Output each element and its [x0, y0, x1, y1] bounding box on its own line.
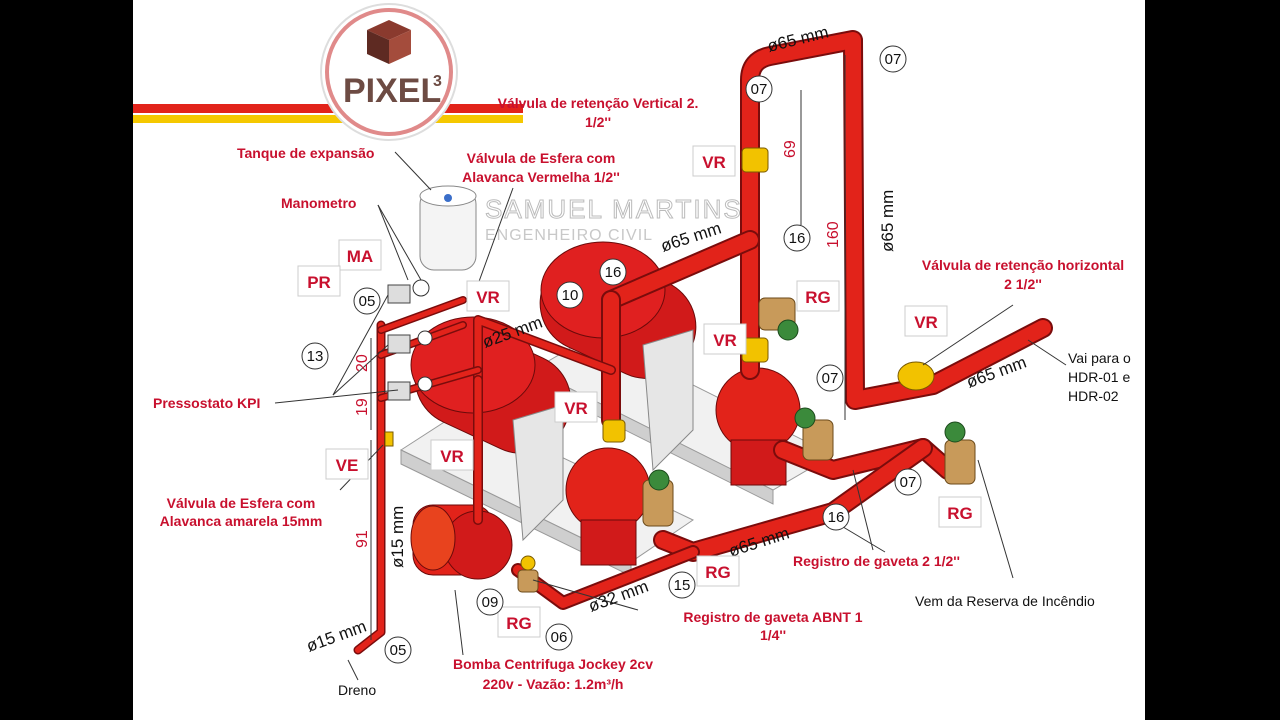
tag-rg-4: RG	[497, 606, 541, 638]
tag-vr-3: VR	[703, 323, 747, 355]
label-rg-14-1: Registro de gaveta ABNT 1	[683, 609, 862, 625]
dim-d15-vertical: ø15 mm	[388, 506, 407, 568]
logo-text: PIXEL	[343, 72, 441, 110]
num-16-b: 16	[599, 258, 627, 286]
svg-text:13: 13	[307, 348, 324, 365]
label-jockey-2: 220v - Vazão: 1.2m³/h	[483, 676, 624, 692]
tag-vr-2: VR	[466, 280, 510, 312]
svg-text:09: 09	[482, 594, 499, 611]
dim-h20: 20	[354, 354, 371, 372]
svg-text:VR: VR	[476, 288, 500, 307]
svg-text:RG: RG	[947, 504, 973, 523]
dim-h160: 160	[825, 221, 842, 248]
dim-h69: 69	[782, 140, 799, 158]
expansion-tank	[419, 185, 477, 271]
svg-text:RG: RG	[506, 614, 532, 633]
num-05-a: 05	[353, 287, 381, 315]
svg-text:VR: VR	[440, 447, 464, 466]
svg-text:07: 07	[885, 51, 902, 68]
watermark-role: ENGENHEIRO CIVIL	[485, 227, 653, 244]
header-stripes	[133, 104, 523, 123]
svg-text:MA: MA	[347, 247, 373, 266]
tag-pr: PR	[297, 265, 341, 297]
label-esfera-vermelha-1: Válvula de Esfera com	[467, 150, 616, 166]
label-dreno: Dreno	[338, 682, 376, 698]
num-06: 06	[545, 623, 573, 651]
svg-text:16: 16	[828, 509, 845, 526]
dim-h19: 19	[354, 398, 371, 416]
tag-rg-2: RG	[938, 496, 982, 528]
label-rg-14-2: 1/4''	[760, 627, 786, 643]
svg-text:16: 16	[789, 230, 806, 247]
num-07-c: 07	[816, 364, 844, 392]
label-tanque: Tanque de expansão	[237, 145, 374, 161]
svg-text:VR: VR	[713, 331, 737, 350]
num-16-a: 16	[783, 224, 811, 252]
dim-d65-vertical: ø65 mm	[878, 190, 897, 252]
num-05-b: 05	[384, 636, 412, 664]
label-vr-horizontal-2: 2 1/2''	[1004, 276, 1042, 292]
svg-text:10: 10	[562, 287, 579, 304]
num-13: 13	[301, 342, 329, 370]
svg-text:07: 07	[900, 474, 917, 491]
label-vai-para-3: HDR-02	[1068, 388, 1119, 404]
tag-ma: MA	[338, 239, 382, 271]
label-jockey-1: Bomba Centrifuga Jockey 2cv	[453, 656, 653, 672]
logo-superscript: 3	[433, 73, 442, 90]
svg-text:VR: VR	[914, 313, 938, 332]
label-reserva: Vem da Reserva de Incêndio	[915, 593, 1095, 609]
valves	[384, 147, 976, 593]
diagram-canvas: PIXEL 3 SAMUEL MARTINS ENGENHEIRO CIVIL	[133, 0, 1145, 720]
num-07-a: 07	[745, 75, 773, 103]
svg-text:RG: RG	[705, 563, 731, 582]
dim-h91: 91	[354, 530, 371, 548]
label-vr-horizontal-1: Válvula de retenção horizontal	[922, 257, 1124, 273]
tag-ve: VE	[325, 448, 369, 480]
pump-system-diagram: PIXEL 3 SAMUEL MARTINS ENGENHEIRO CIVIL	[133, 3, 1131, 698]
label-vr-vertical-1: Válvula de retenção Vertical 2.	[498, 95, 699, 111]
svg-text:07: 07	[822, 370, 839, 387]
num-09: 09	[476, 588, 504, 616]
label-vr-vertical-2: 1/2''	[585, 114, 611, 130]
tag-rg-3: RG	[696, 555, 740, 587]
svg-text:RG: RG	[805, 288, 831, 307]
label-esfera-amarela-1: Válvula de Esfera com	[167, 495, 316, 511]
num-15: 15	[668, 571, 696, 599]
tag-vr-6: VR	[904, 305, 948, 337]
num-10: 10	[556, 281, 584, 309]
tag-vr-4: VR	[554, 391, 598, 423]
tag-vr-5: VR	[430, 439, 474, 471]
num-16-c: 16	[822, 503, 850, 531]
jockey-pump	[410, 504, 513, 580]
label-esfera-amarela-2: Alavanca amarela 15mm	[160, 513, 323, 529]
tag-vr-1: VR	[692, 145, 736, 177]
main-pumps	[565, 367, 801, 566]
pixel3-logo: PIXEL 3	[320, 3, 458, 141]
label-pressostato: Pressostato KPI	[153, 395, 260, 411]
label-rg-25: Registro de gaveta 2 1/2''	[793, 553, 960, 569]
tag-rg-1: RG	[796, 280, 840, 312]
label-esfera-vermelha-2: Alavanca Vermelha 1/2''	[462, 169, 620, 185]
svg-text:05: 05	[390, 642, 407, 659]
svg-text:06: 06	[551, 629, 568, 646]
svg-text:07: 07	[751, 81, 768, 98]
watermark-name: SAMUEL MARTINS	[485, 194, 743, 224]
label-vai-para-2: HDR-01 e	[1068, 369, 1130, 385]
svg-text:PR: PR	[307, 273, 331, 292]
instruments	[387, 279, 433, 401]
svg-text:16: 16	[605, 264, 622, 281]
svg-text:05: 05	[359, 293, 376, 310]
label-vai-para-1: Vai para o	[1068, 350, 1131, 366]
svg-text:VR: VR	[564, 399, 588, 418]
dimension-lines	[370, 55, 846, 640]
label-manometro: Manometro	[281, 195, 356, 211]
svg-text:VR: VR	[702, 153, 726, 172]
num-07-d: 07	[894, 468, 922, 496]
main-motors	[410, 241, 697, 542]
svg-text:15: 15	[674, 577, 691, 594]
svg-text:VE: VE	[336, 456, 359, 475]
num-07-b: 07	[879, 45, 907, 73]
